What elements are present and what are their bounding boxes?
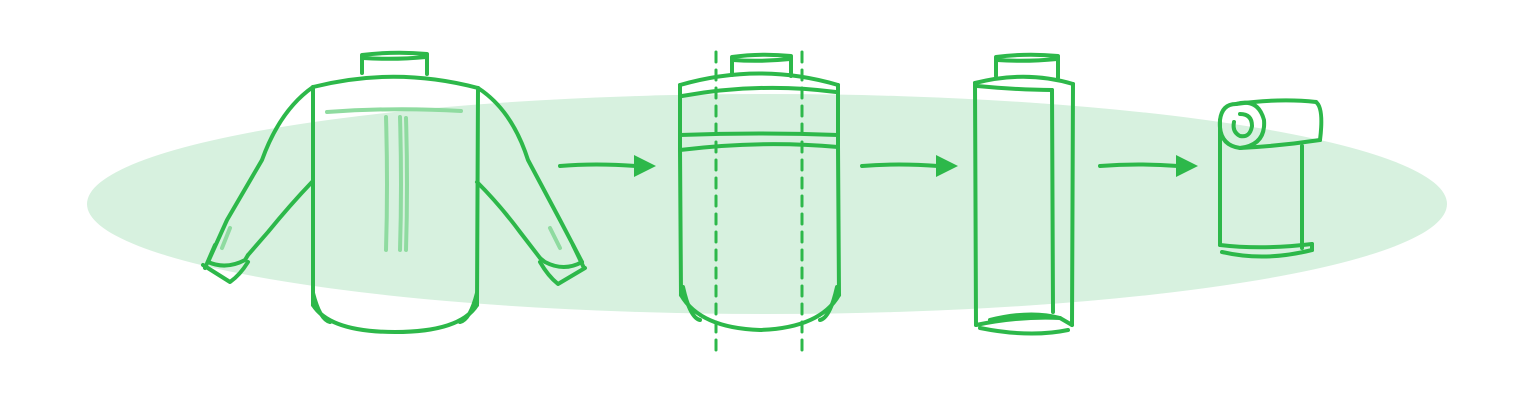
rolled-shirt-icon — [1217, 98, 1324, 259]
step-rolled — [1217, 98, 1324, 259]
arrow-right-icon — [558, 155, 656, 177]
step-sides-folded — [973, 52, 1075, 336]
shirt-back-icon — [201, 50, 587, 334]
side-folded-shirt-icon — [973, 52, 1075, 336]
arrow-right-icon — [860, 155, 958, 177]
step-sleeves-folded — [678, 50, 841, 352]
step-shirt-back — [201, 50, 587, 334]
sleeves-folded-shirt-icon — [678, 50, 841, 352]
arrow-right-icon — [1098, 155, 1198, 177]
backdrop-oval — [87, 94, 1447, 314]
